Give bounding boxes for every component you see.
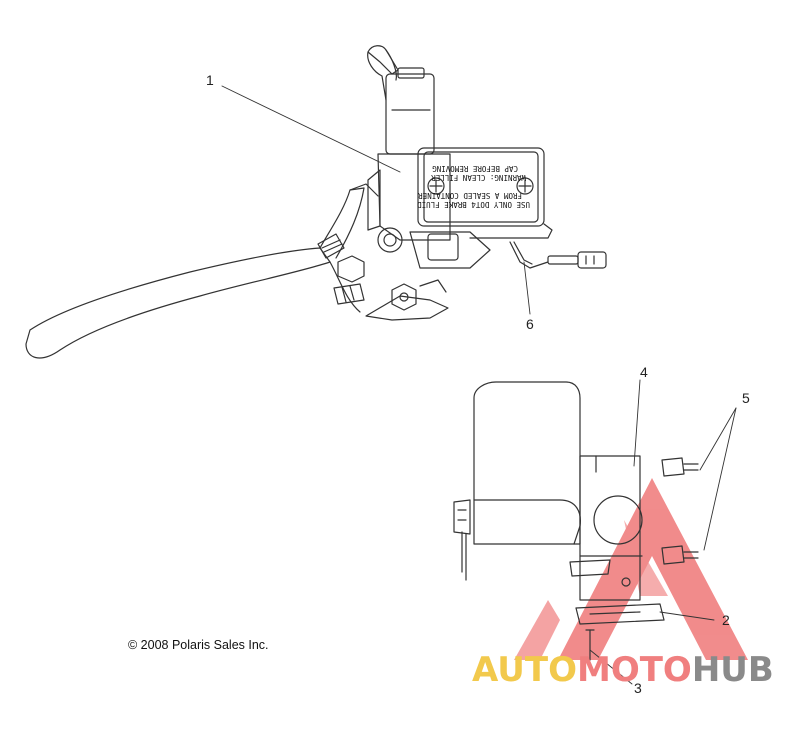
watermark-part-2: MOTO	[576, 650, 692, 690]
watermark-triangle	[514, 478, 748, 660]
leader-lines	[221, 85, 737, 685]
reservoir-warning-label: USE ONLY DOT4 BRAKE FLUID FROM A SEALED …	[417, 164, 530, 209]
callout-6: 6	[526, 316, 534, 332]
callout-2: 2	[722, 612, 730, 628]
watermark-logo: AUTOMOTOHUB	[472, 650, 774, 690]
watermark-part-1: AUTO	[472, 650, 577, 690]
master-cylinder-assembly	[25, 45, 607, 359]
reservoir-clamp-assembly	[453, 381, 699, 661]
callout-1: 1	[206, 72, 214, 88]
callout-5: 5	[742, 390, 750, 406]
warning-line-4: CAP BEFORE REMOVING	[432, 164, 518, 173]
warning-line-2: FROM A SEALED CONTAINER	[418, 191, 522, 200]
watermark-part-3: HUB	[691, 650, 774, 690]
warning-line-1: USE ONLY DOT4 BRAKE FLUID	[417, 200, 530, 209]
warning-line-3: WARNING: CLEAN FILLER	[431, 173, 526, 182]
callout-3: 3	[634, 680, 642, 696]
copyright-notice: © 2008 Polaris Sales Inc.	[128, 638, 269, 652]
callout-4: 4	[640, 364, 648, 380]
